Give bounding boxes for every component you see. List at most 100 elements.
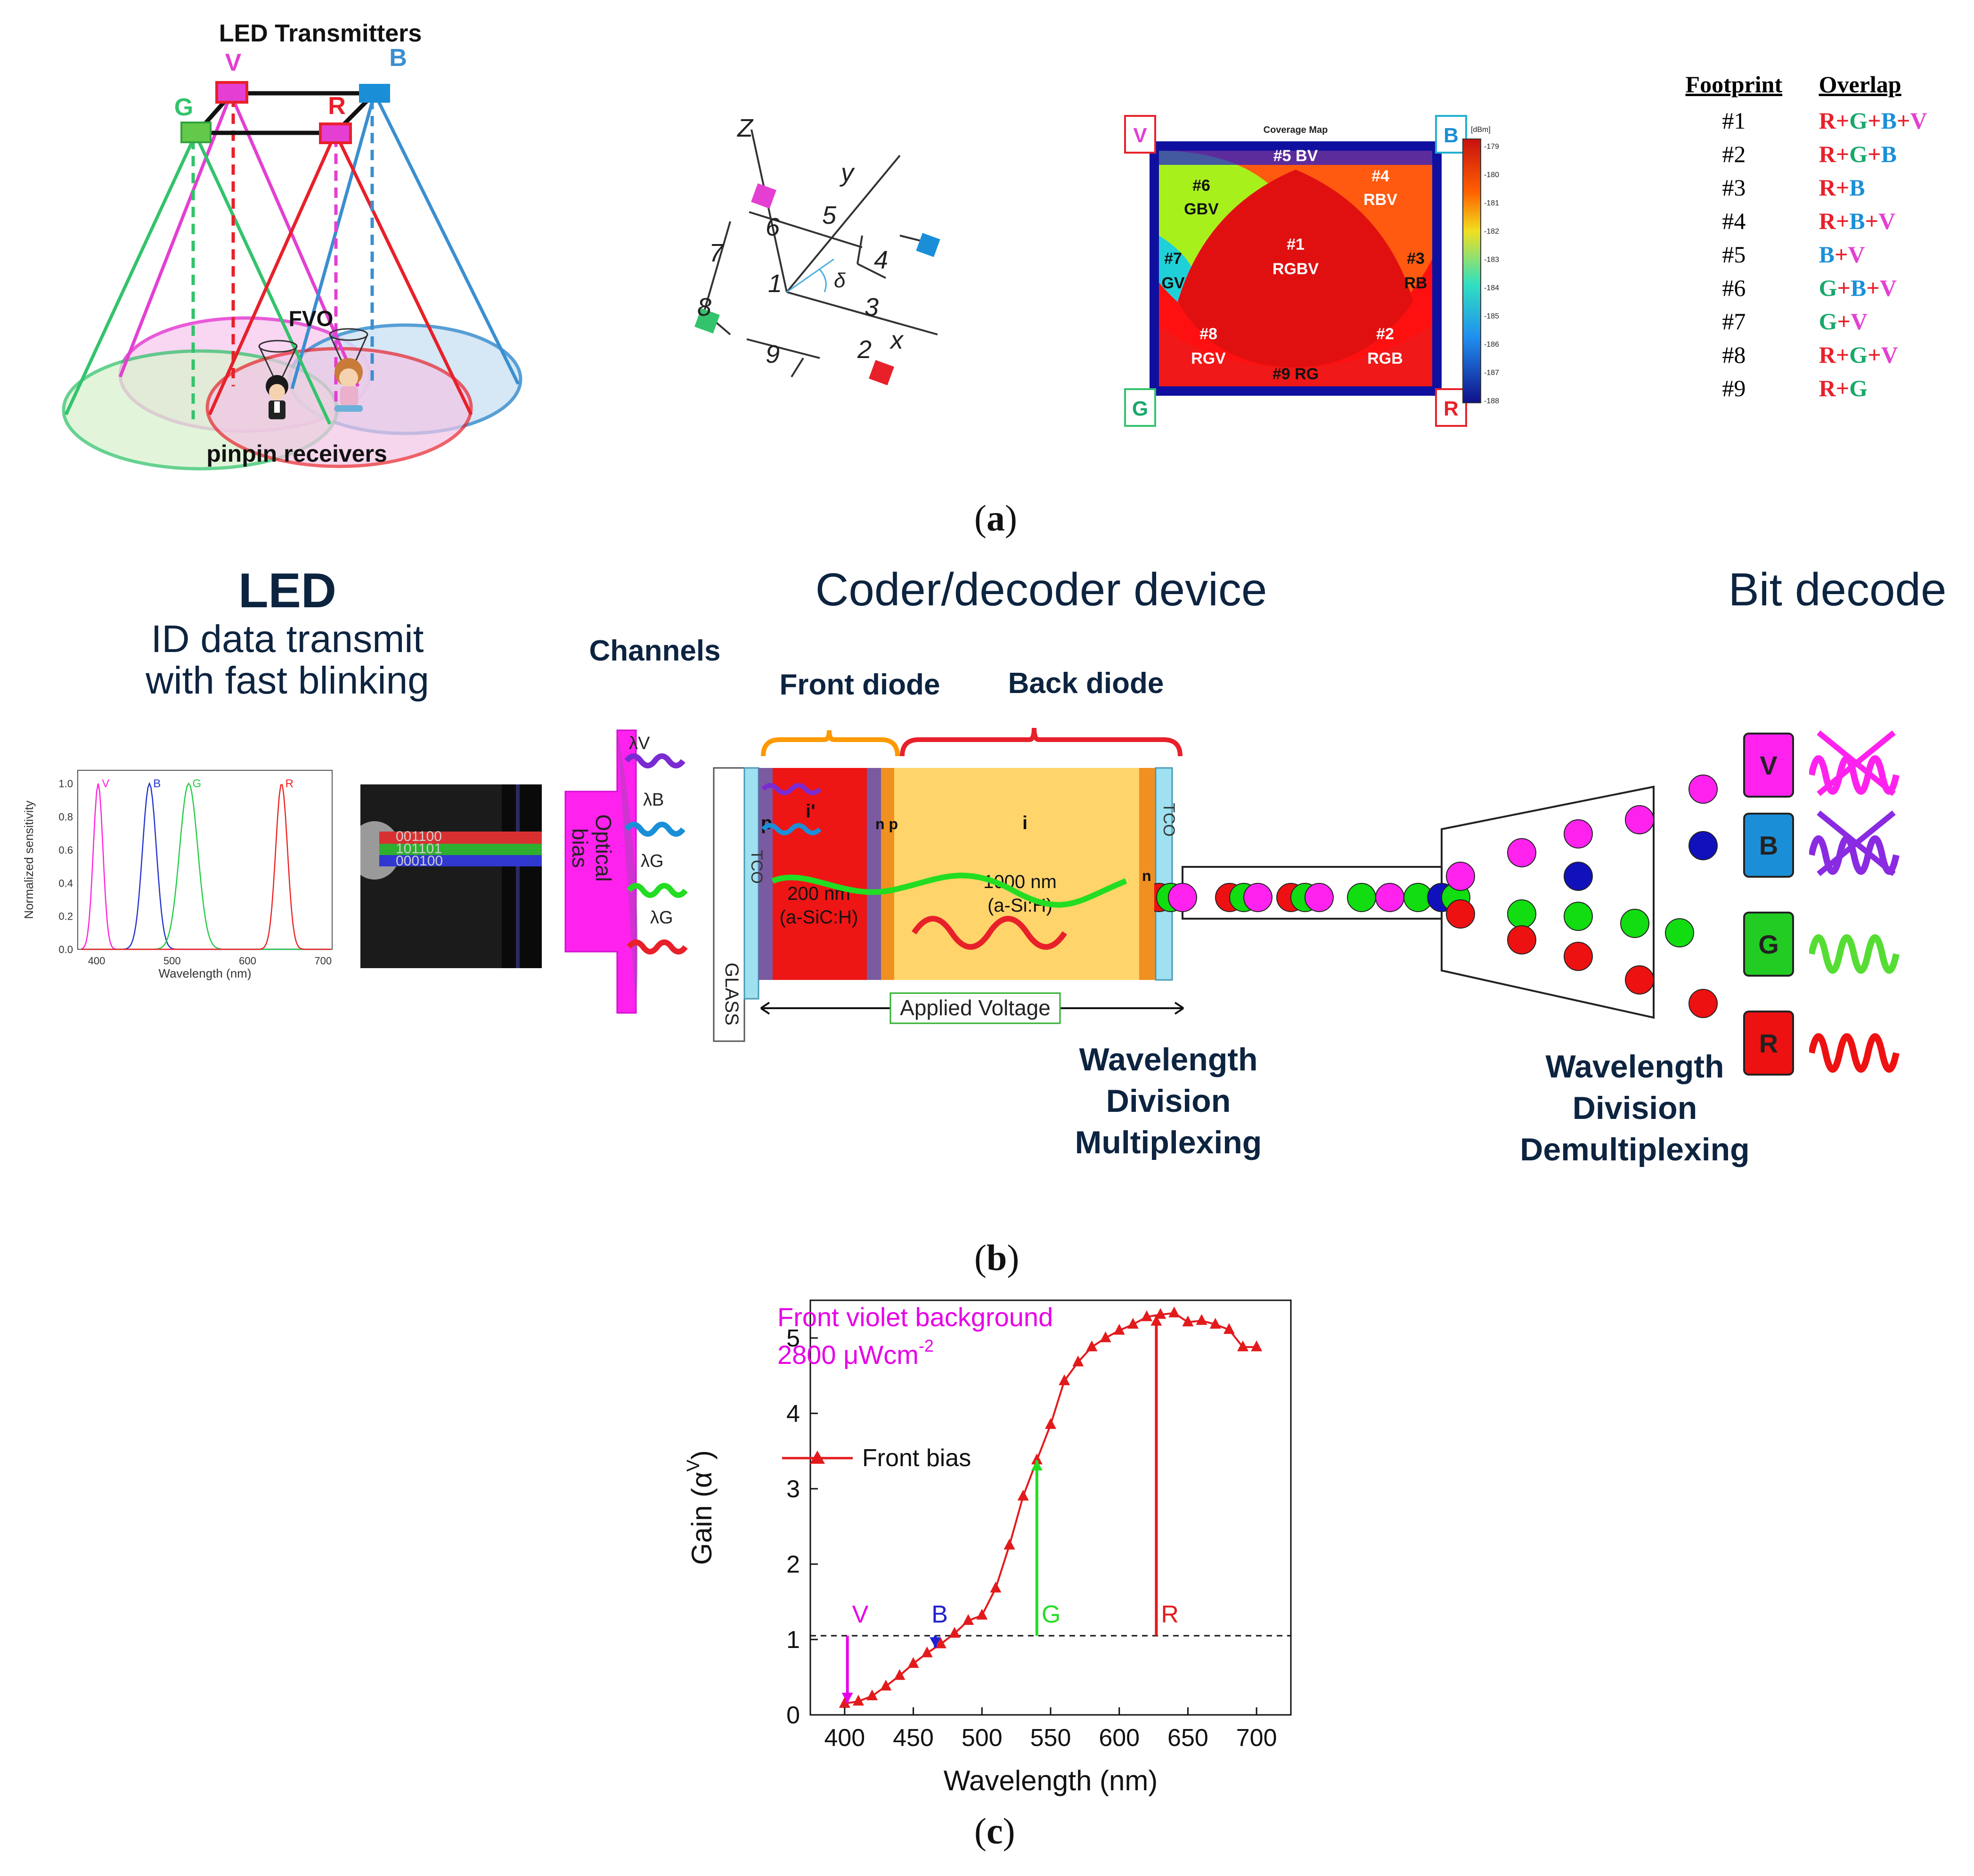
chart-xlabel: Wavelength (nm): [944, 1765, 1158, 1796]
spectrum-ytick: 0.4: [58, 877, 73, 889]
data-point: [839, 1697, 850, 1708]
data-point: [1003, 1539, 1015, 1550]
data-point: [921, 1646, 933, 1657]
layer-n-label: n: [1142, 867, 1151, 884]
gain-arrowhead: [930, 1637, 941, 1648]
gain-arrow-label-g: G: [1042, 1601, 1060, 1628]
y-tick-label: 5: [786, 1325, 800, 1352]
decoded-r-waveform-icon: [1809, 1033, 1900, 1073]
mux-dot: [1375, 883, 1404, 912]
demux-dot: [1507, 899, 1536, 929]
data-point: [1059, 1374, 1070, 1386]
panel-a-scene: LED Transmitters V B G R FVO pinpin rece…: [62, 20, 522, 471]
colorbar-tick: -186: [1484, 341, 1499, 349]
data-point: [935, 1637, 946, 1648]
colorbar-tick: -180: [1484, 171, 1499, 179]
decoded-g-waveform-icon: [1809, 934, 1900, 974]
x-tick-label: 450: [893, 1724, 934, 1752]
axis-z-label: Z: [736, 114, 754, 142]
demux-dot: [1446, 862, 1475, 891]
panel-a-grid-sketch: Z y x δ 1 2 3 4 5 6 7 8 9: [694, 114, 940, 385]
overlap-cell: B+V: [1819, 241, 1865, 268]
led-b-label: B: [389, 44, 407, 72]
demux-dot: [1625, 965, 1654, 995]
data-point: [1168, 1306, 1180, 1318]
mux-dot: [1243, 883, 1272, 912]
fov-label: FVO: [289, 306, 334, 331]
snapshot-bits-3: 000100: [396, 853, 443, 869]
grid-number-8: 8: [697, 293, 711, 321]
overlap-cell: R+G+B: [1819, 140, 1897, 167]
region-6-label: GBV: [1184, 200, 1219, 218]
demux-dot: [1689, 775, 1718, 804]
spectrum-peak-label: V: [102, 777, 109, 790]
data-point: [1031, 1453, 1043, 1465]
caption-a: (a): [974, 498, 1017, 538]
led-v-icon: [215, 81, 248, 104]
footprint-cell: #5: [1722, 241, 1746, 268]
data-point: [1182, 1315, 1194, 1327]
data-point: [1127, 1318, 1139, 1329]
spectrum-xtick: 700: [314, 955, 332, 967]
led-r-icon: [319, 122, 352, 144]
lambda-g2: λG: [650, 908, 673, 928]
data-point: [1100, 1331, 1111, 1342]
demux-dot: [1507, 925, 1536, 954]
coverage-map: Coverage Map #5 BV #6 GBV #4 RBV #1 RGBV…: [1124, 115, 1499, 427]
spectrum-peak-label: B: [153, 777, 161, 790]
region-9-label: #9 RG: [1272, 365, 1319, 383]
data-point: [880, 1680, 892, 1691]
led-subtitle-2: with fast blinking: [146, 659, 429, 702]
layer-i2-label: i: [1022, 813, 1028, 833]
wddm-line-1: Wavelength: [1545, 1049, 1724, 1085]
chart-legend: Front bias: [782, 1444, 971, 1472]
data-point: [894, 1669, 905, 1680]
optical-bias-text-1: Optical: [591, 814, 616, 881]
colorbar-tick: -183: [1484, 256, 1499, 264]
led-snapshot: 001100 101101 000100: [360, 784, 542, 968]
colorbar-unit: [dBm]: [1471, 126, 1491, 134]
tco-right-label: TCO: [1160, 803, 1178, 837]
region-1-id: #1: [1287, 236, 1305, 253]
spectrum-ytick: 0.6: [58, 844, 73, 856]
region-6-id: #6: [1192, 177, 1210, 195]
demux-dot: [1625, 805, 1654, 834]
grid-number-6: 6: [766, 213, 780, 241]
receiver-person-icon: [266, 375, 288, 419]
region-3-label: RB: [1404, 274, 1427, 292]
y-tick-label: 4: [786, 1400, 800, 1427]
gain-arrow-label-v: V: [852, 1601, 869, 1628]
spectrum-xtick: 600: [239, 955, 256, 967]
front-diode-label: Front diode: [779, 669, 940, 701]
lambda-v: λV: [629, 734, 650, 753]
led-transmitters-title: LED Transmitters: [219, 20, 422, 47]
data-point: [1251, 1340, 1263, 1352]
region-8-id: #8: [1199, 325, 1217, 343]
footprint-cell: #3: [1722, 174, 1746, 201]
led-v-label: V: [225, 49, 242, 76]
data-point: [1086, 1340, 1098, 1352]
spectrum-ytick: 0.0: [58, 944, 73, 955]
snapshot-bits-2: 101101: [396, 841, 442, 856]
y-tick-label: 3: [786, 1476, 800, 1503]
mux-dot: [1305, 883, 1334, 912]
wdm-line-3: Multiplexing: [1075, 1125, 1262, 1160]
footprint-cell: #6: [1722, 274, 1746, 301]
axis-x-label: x: [889, 326, 904, 354]
table-header: Footprint Overlap: [1668, 71, 1960, 104]
data-point: [1045, 1418, 1056, 1429]
mux-dot: [1168, 883, 1197, 912]
region-8-label: RGV: [1191, 350, 1226, 367]
decoded-g-box: G: [1743, 912, 1794, 977]
data-point: [990, 1582, 1002, 1593]
grid-number-3: 3: [865, 293, 879, 321]
layer-material-2: (a-Si:H): [987, 895, 1052, 916]
wddm-line-2: Division: [1572, 1090, 1697, 1126]
demux-dot: [1564, 862, 1593, 891]
overlap-cell: R+B+V: [1819, 207, 1896, 234]
data-point: [866, 1689, 878, 1700]
optical-bias-text-2: bias: [568, 828, 592, 868]
spectrum-xtick: 500: [163, 955, 181, 967]
